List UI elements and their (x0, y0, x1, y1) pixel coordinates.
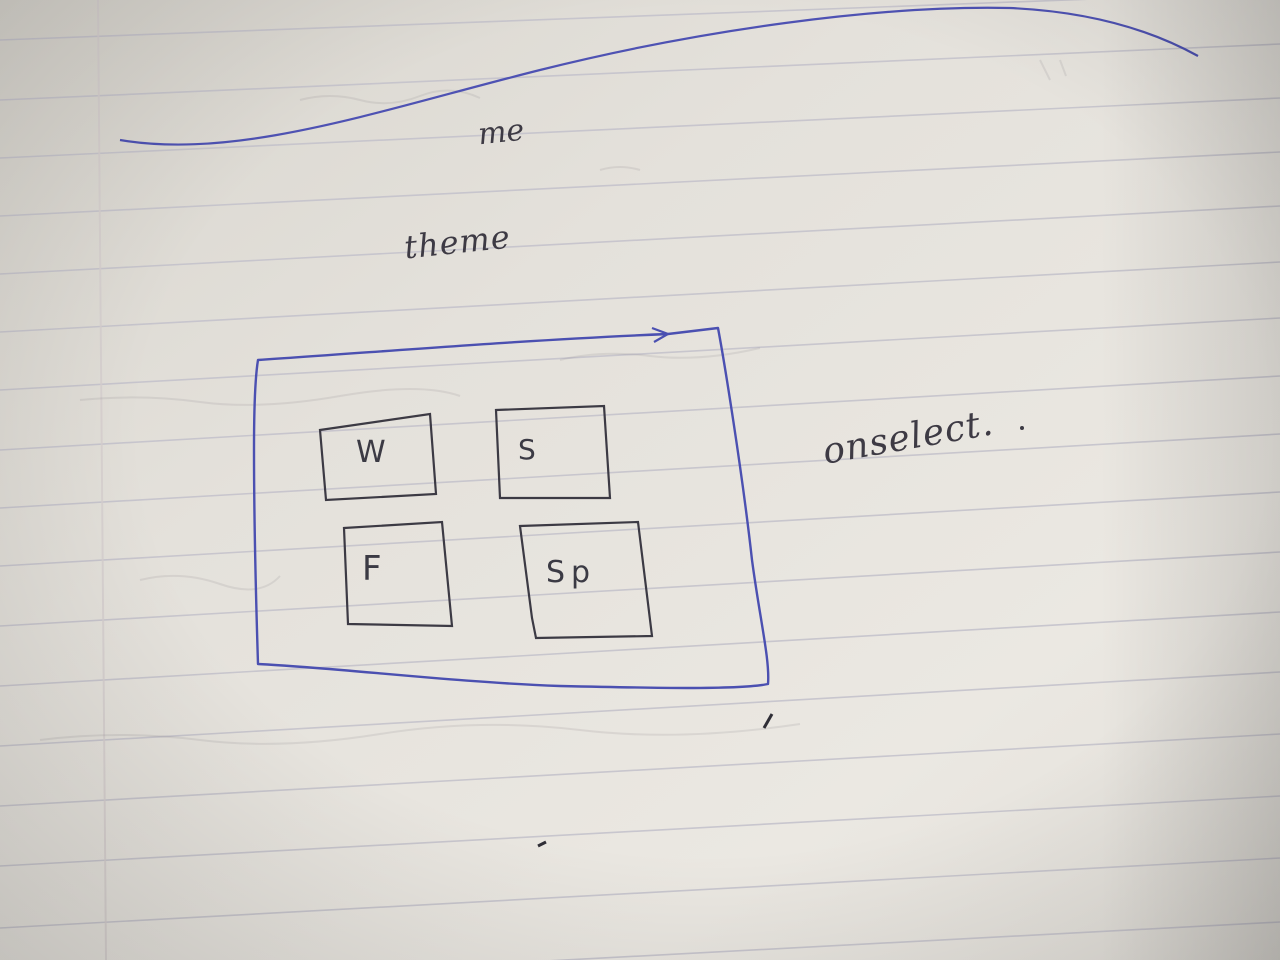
handwritten-word-me: me (476, 112, 526, 153)
tile-label-s: S (518, 433, 536, 466)
tile-label-w: W (356, 435, 386, 470)
tile-label-sp: Sp (546, 555, 597, 590)
handwritten-heading-theme: theme (402, 217, 513, 267)
tile-label-f: F (362, 549, 382, 589)
